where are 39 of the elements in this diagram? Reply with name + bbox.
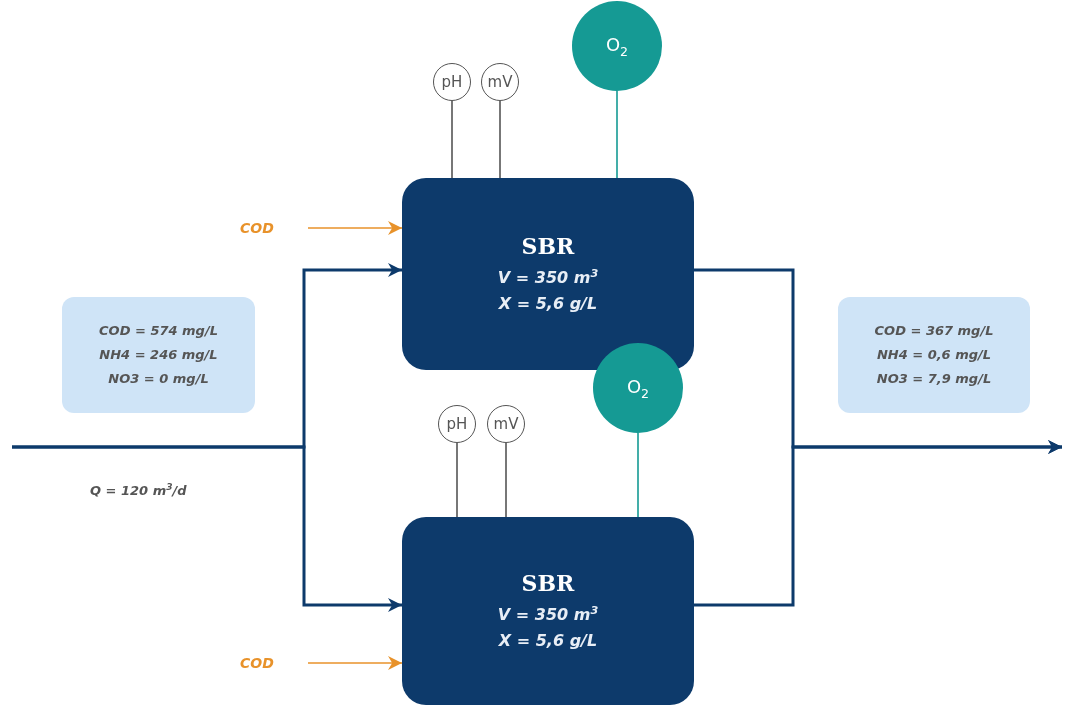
node-text: COD = 367 mg/L bbox=[874, 322, 994, 340]
node-text: SBR bbox=[521, 231, 575, 261]
node-text: COD = 574 mg/L bbox=[99, 322, 218, 340]
concentration-panel bbox=[838, 297, 1030, 413]
reactor-box bbox=[402, 517, 694, 705]
connector-line bbox=[456, 442, 458, 518]
sensor-circle bbox=[487, 405, 525, 443]
node-text: mV bbox=[493, 415, 519, 433]
connector-line bbox=[505, 442, 507, 518]
sensor-circle bbox=[481, 63, 519, 101]
node-text: O$_{2}$ bbox=[605, 33, 629, 59]
flow-rate-label: Q = 120 m$^{3}$/d bbox=[90, 482, 187, 499]
node-text: pH bbox=[441, 73, 463, 91]
node-text: COD bbox=[240, 220, 274, 236]
arrow bbox=[307, 221, 403, 235]
connector-line bbox=[637, 432, 639, 518]
node-text: X = 5,6 g/L bbox=[498, 293, 598, 316]
connector-line bbox=[616, 90, 618, 179]
arrow bbox=[307, 656, 403, 670]
concentration-panel bbox=[62, 297, 255, 413]
sensor-circle bbox=[433, 63, 471, 101]
node-text: mV bbox=[487, 73, 513, 91]
node-text: pH bbox=[446, 415, 468, 433]
node-text: V = 350 m$^{3}$ bbox=[497, 265, 599, 290]
node-text: V = 350 m$^{3}$ bbox=[497, 602, 599, 627]
node-text: NO3 = 7,9 mg/L bbox=[876, 370, 992, 388]
reactor-box bbox=[402, 178, 694, 370]
connector-line bbox=[499, 100, 501, 179]
node-text: X = 5,6 g/L bbox=[498, 630, 598, 653]
node-text: NH4 = 0,6 mg/L bbox=[876, 346, 992, 364]
connector-line bbox=[451, 100, 453, 179]
node-text: COD bbox=[240, 655, 274, 671]
arrow bbox=[694, 440, 1062, 607]
sensor-circle bbox=[438, 405, 476, 443]
node-text: O$_{2}$ bbox=[626, 375, 650, 401]
node-text: NO3 = 0 mg/L bbox=[108, 370, 209, 388]
node-text: SBR bbox=[521, 568, 575, 598]
node-text: NH4 = 246 mg/L bbox=[99, 346, 218, 364]
arrow bbox=[12, 445, 402, 612]
